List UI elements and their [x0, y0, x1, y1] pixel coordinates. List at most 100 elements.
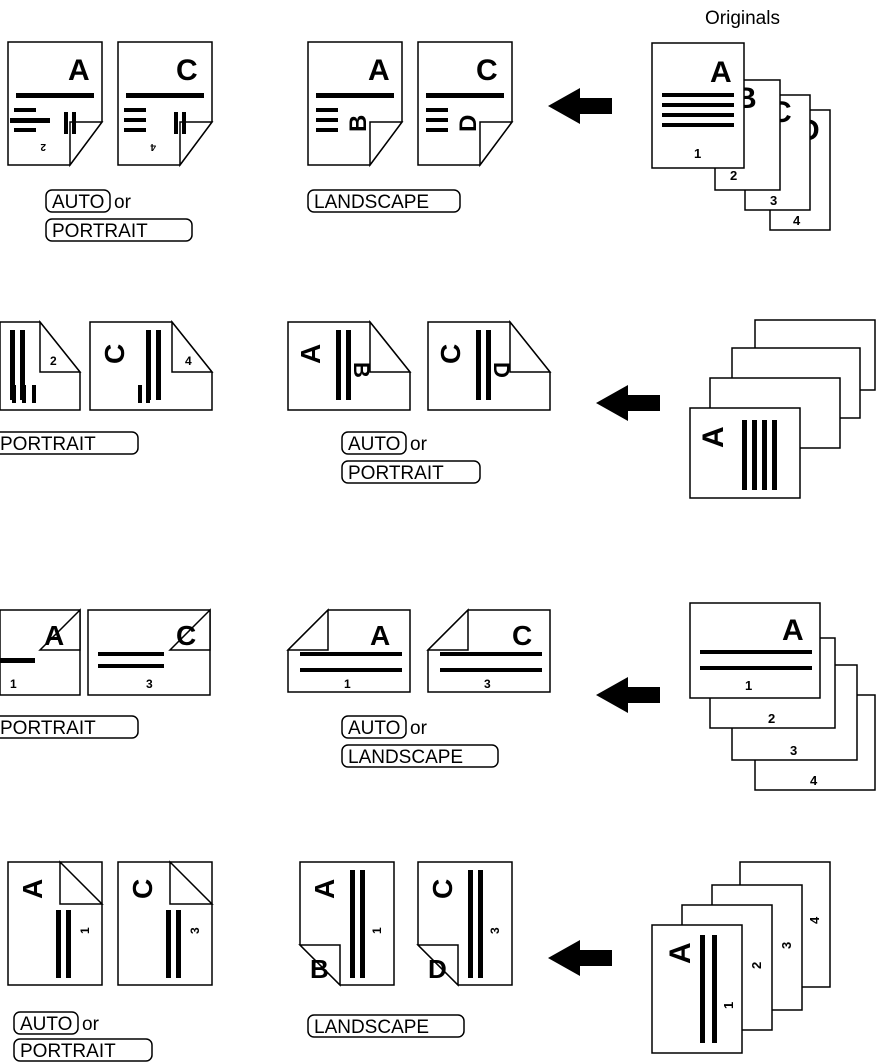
- svg-text:A: A: [710, 56, 732, 89]
- svg-text:1: 1: [78, 927, 92, 934]
- auto-button-frame: [45, 189, 111, 213]
- row1-mid-copy-1: A B: [307, 41, 404, 168]
- svg-text:3: 3: [779, 942, 794, 949]
- row2-left-copy-1: 2: [0, 319, 82, 411]
- row1-mid-buttons: LANDSCAPE: [307, 189, 461, 213]
- svg-text:4: 4: [807, 916, 822, 924]
- svg-text:B: B: [310, 954, 329, 984]
- svg-text:3: 3: [790, 743, 797, 758]
- row3-mid-copy-2: C 3: [426, 608, 551, 693]
- or-label: or: [410, 434, 428, 455]
- svg-text:2: 2: [749, 962, 764, 969]
- svg-text:A: A: [309, 879, 340, 899]
- svg-text:1: 1: [745, 678, 752, 693]
- or-label: or: [114, 192, 132, 213]
- row2-left-copy-2: C 4: [89, 319, 214, 411]
- arrow-left-icon: [596, 385, 660, 421]
- landscape-button[interactable]: LANDSCAPE: [348, 747, 463, 768]
- svg-text:1: 1: [10, 677, 17, 691]
- svg-text:A: A: [370, 620, 390, 651]
- svg-text:A: A: [17, 879, 48, 899]
- svg-text:1: 1: [370, 927, 384, 934]
- arrow-left-icon: [548, 940, 612, 976]
- svg-text:C: C: [512, 620, 532, 651]
- svg-text:3: 3: [770, 193, 777, 208]
- row3-left-buttons: PORTRAIT: [0, 715, 139, 739]
- auto-button[interactable]: AUTO: [348, 434, 400, 455]
- row4-mid-buttons: LANDSCAPE: [307, 1014, 465, 1038]
- row2-left-buttons: PORTRAIT: [0, 431, 139, 455]
- portrait-button[interactable]: PORTRAIT: [20, 1041, 116, 1062]
- row3-mid-copy-1: A 1: [286, 608, 411, 693]
- row2-originals-stack: A: [689, 319, 876, 499]
- svg-text:D: D: [455, 115, 482, 132]
- row1-originals-stack: 4 D 3 C 2 B A 1: [651, 42, 831, 231]
- portrait-button[interactable]: PORTRAIT: [0, 434, 96, 455]
- auto-button[interactable]: AUTO: [348, 718, 400, 739]
- svg-text:1: 1: [694, 146, 701, 161]
- row4-mid-copy-2: C 3 D: [416, 861, 513, 987]
- row4-left-copy-1: A 1: [7, 860, 104, 986]
- row4-originals-stack: 4 3 2 A 1: [651, 861, 831, 1054]
- svg-text:D: D: [489, 362, 514, 378]
- row2-mid-buttons: AUTO or PORTRAIT: [341, 431, 481, 484]
- svg-text:1: 1: [344, 677, 351, 691]
- svg-text:A: A: [664, 942, 697, 964]
- svg-text:C: C: [127, 879, 158, 899]
- row4-mid-copy-1: A 1 B: [298, 861, 395, 987]
- auto-button[interactable]: AUTO: [52, 192, 104, 213]
- svg-text:A: A: [68, 54, 90, 87]
- row-4: A 1 C 3 AUTO or PORTRAIT A 1 B: [7, 860, 831, 1062]
- svg-text:1: 1: [721, 1002, 736, 1009]
- svg-text:A: A: [697, 426, 730, 448]
- row1-left-buttons: AUTO or PORTRAIT: [45, 189, 193, 242]
- svg-text:3: 3: [146, 677, 153, 691]
- arrow-left-icon: [596, 677, 660, 713]
- landscape-button[interactable]: LANDSCAPE: [314, 1017, 429, 1038]
- svg-text:4: 4: [810, 773, 818, 788]
- svg-text:A: A: [368, 54, 390, 87]
- auto-button[interactable]: AUTO: [20, 1014, 72, 1035]
- arrow-left-icon: [548, 88, 612, 124]
- row2-mid-copy-2: C D: [427, 319, 552, 411]
- svg-text:4: 4: [150, 141, 156, 152]
- originals-label: Originals: [705, 8, 780, 29]
- row1-left-copy-2: C 4: [117, 41, 214, 168]
- svg-text:D: D: [428, 954, 447, 984]
- row3-originals-stack: 4 3 2 A 1: [689, 602, 876, 791]
- svg-text:C: C: [99, 344, 130, 364]
- row3-left-copy-1: A 1: [0, 608, 81, 696]
- svg-text:A: A: [295, 344, 326, 364]
- or-label: or: [410, 718, 428, 739]
- svg-text:2: 2: [40, 141, 46, 152]
- portrait-button[interactable]: PORTRAIT: [0, 718, 96, 739]
- portrait-button[interactable]: PORTRAIT: [348, 463, 444, 484]
- svg-text:3: 3: [484, 677, 491, 691]
- svg-text:B: B: [345, 115, 372, 132]
- row-1: A 2 C 4 AUTO or PORTRAIT A: [7, 41, 831, 242]
- svg-text:C: C: [435, 344, 466, 364]
- row4-left-buttons: AUTO or PORTRAIT: [13, 1011, 153, 1062]
- svg-text:C: C: [176, 54, 198, 87]
- svg-text:2: 2: [730, 168, 737, 183]
- row3-left-copy-2: C 3: [87, 608, 211, 696]
- row3-mid-buttons: AUTO or LANDSCAPE: [341, 715, 499, 768]
- row4-left-copy-2: C 3: [117, 860, 214, 986]
- landscape-button[interactable]: LANDSCAPE: [314, 192, 429, 213]
- or-label: or: [82, 1014, 100, 1035]
- row2-mid-copy-1: A B: [287, 319, 412, 411]
- svg-text:C: C: [427, 879, 458, 899]
- row3-left-letter-a: A: [44, 620, 64, 651]
- svg-text:A: A: [782, 614, 804, 647]
- row2-left-page-number-1: 2: [50, 354, 57, 368]
- svg-text:C: C: [476, 54, 498, 87]
- svg-text:2: 2: [768, 711, 775, 726]
- portrait-button[interactable]: PORTRAIT: [52, 221, 148, 242]
- svg-text:4: 4: [185, 354, 192, 368]
- svg-text:3: 3: [488, 927, 502, 934]
- row1-left-copy-1: A 2: [7, 41, 104, 168]
- row-3: A 1 C 3 PORTRAIT A 1 C 3: [0, 602, 876, 791]
- svg-text:C: C: [176, 620, 196, 651]
- svg-text:3: 3: [188, 927, 202, 934]
